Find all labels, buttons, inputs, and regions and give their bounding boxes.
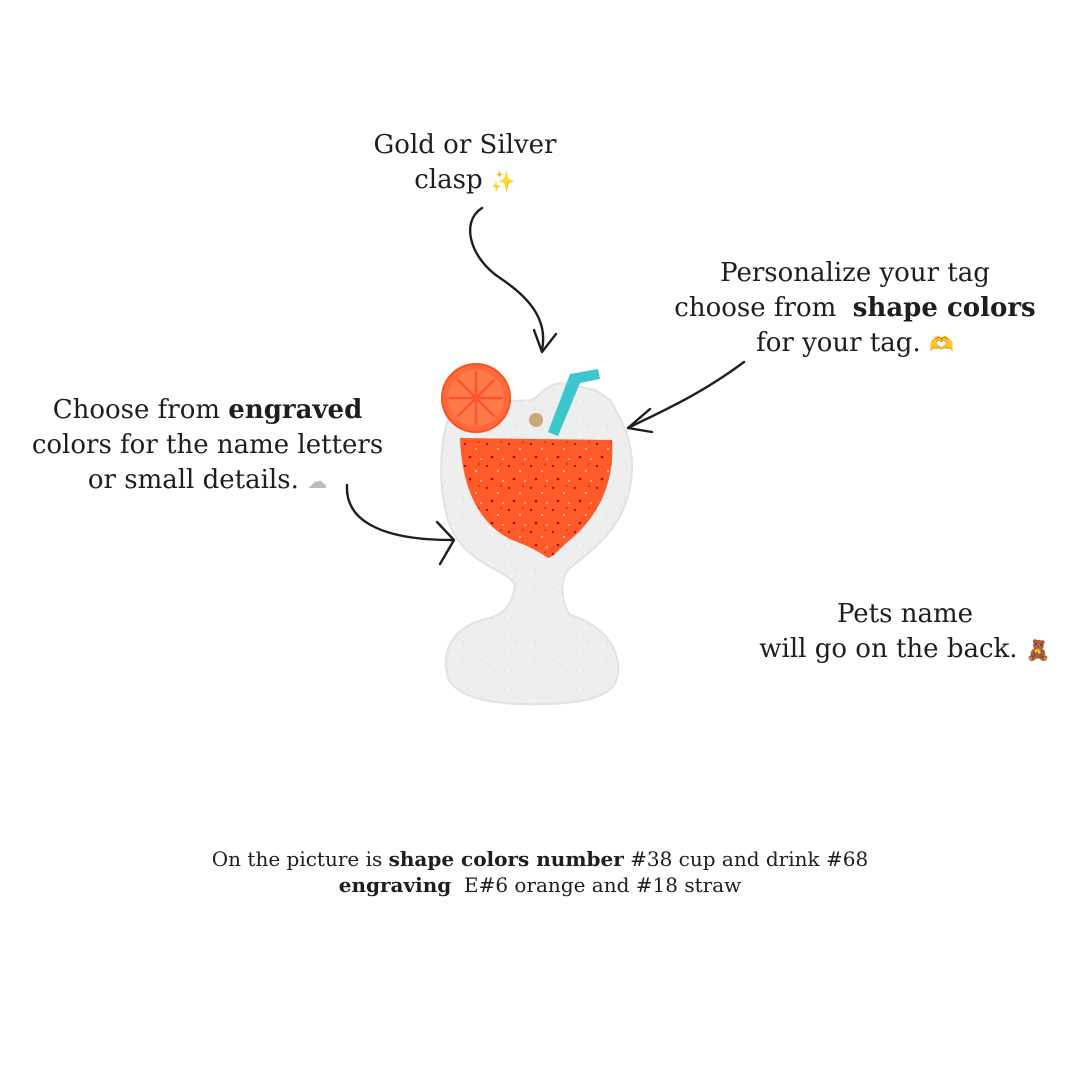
pets-note-line2: will go on the back.	[759, 634, 1018, 664]
caption-line2-bold: engraving	[338, 873, 452, 897]
arrow-personalize	[626, 360, 746, 434]
cocktail-tag-image	[440, 363, 634, 706]
caption-line1: On the picture is shape colors number #3…	[140, 846, 940, 872]
caption-line1-bold: shape colors number	[388, 847, 624, 871]
personalize-note-line1: Personalize your tag	[720, 258, 990, 288]
clasp-hole	[529, 413, 543, 427]
engraved-note: Choose from engraved colors for the name…	[20, 393, 395, 499]
caption-line2-post: E#6 orange and #18 straw	[463, 873, 742, 897]
teddy-bear-icon: 🧸	[1025, 638, 1051, 662]
engraved-note-line2: colors for the name letters	[31, 430, 384, 460]
clasp-note: Gold or Silver clasp ✨	[340, 128, 590, 199]
sparkles-icon: ✨	[490, 169, 516, 193]
pets-note-line1: Pets name	[836, 599, 974, 629]
arrow-clasp	[468, 206, 558, 354]
personalize-note: Personalize your tag choose from shape c…	[640, 256, 1070, 362]
pets-note: Pets name will go on the back. 🧸	[750, 597, 1060, 668]
clasp-note-line2: clasp	[414, 165, 483, 195]
engraved-note-line1: Choose from	[52, 395, 221, 425]
caption-line1-post: #38 cup and drink #68	[630, 847, 869, 871]
engraved-note-line3: or small details.	[87, 465, 299, 495]
personalize-note-line3: for your tag.	[756, 328, 921, 358]
arrow-engraved	[345, 483, 456, 566]
cloud-icon: ☁	[307, 469, 328, 493]
caption: On the picture is shape colors number #3…	[140, 846, 940, 898]
clasp-note-line1: Gold or Silver	[373, 130, 557, 160]
straw-shape	[548, 369, 600, 436]
heart-hands-icon: 🫶	[928, 332, 954, 356]
shape-colors-text: shape colors	[852, 293, 1036, 323]
caption-line1-pre: On the picture is	[211, 847, 383, 871]
orange-slice	[441, 363, 511, 433]
personalize-note-line2: choose from	[674, 293, 837, 323]
caption-line2: engraving E#6 orange and #18 straw	[140, 872, 940, 898]
engraved-text: engraved	[228, 395, 363, 425]
